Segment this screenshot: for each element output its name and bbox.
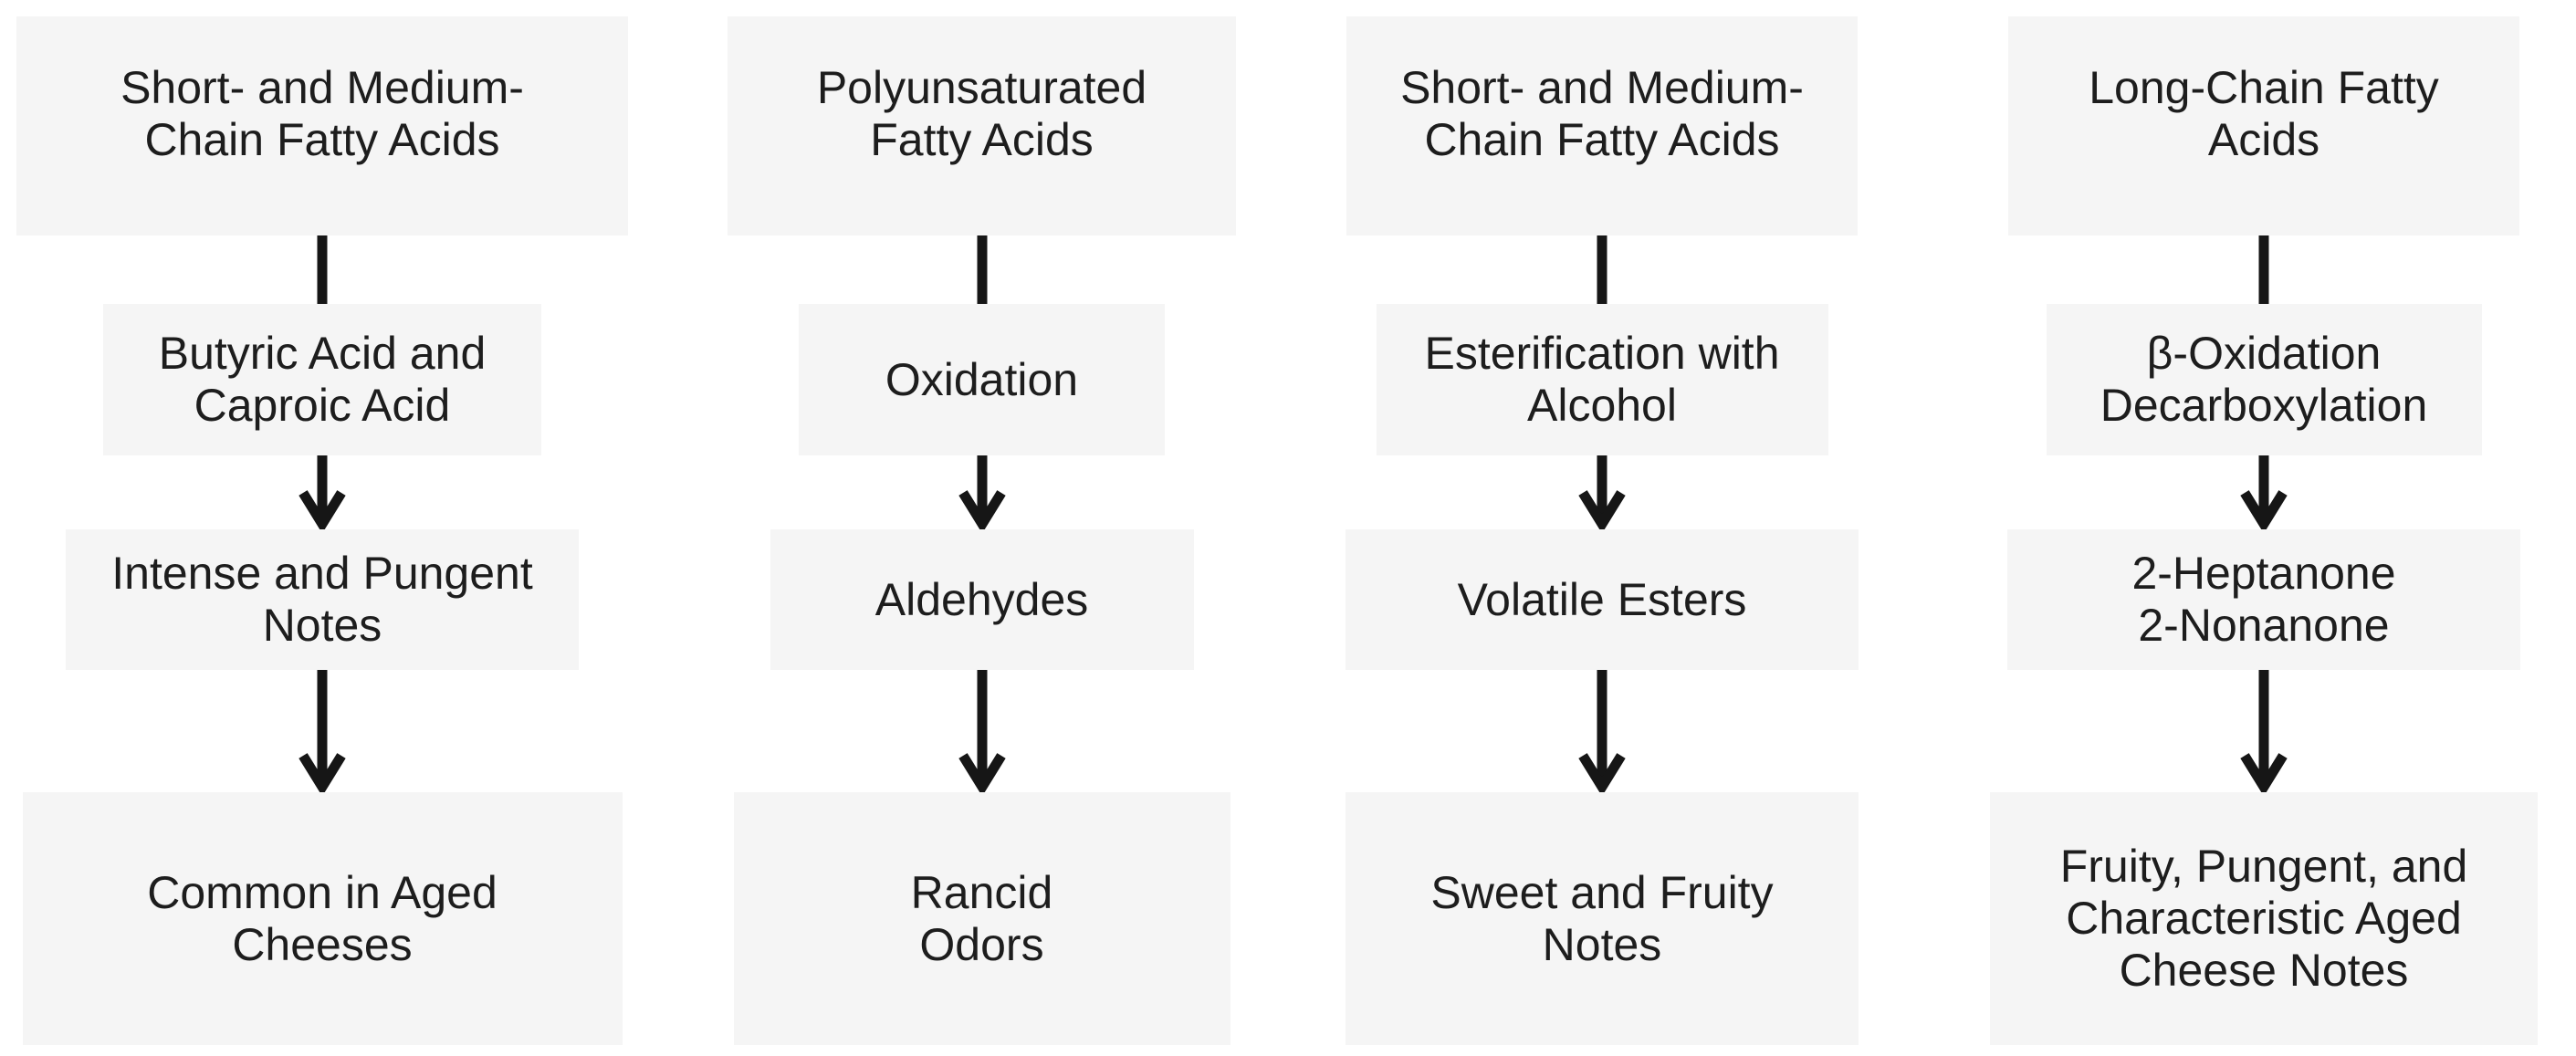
node-esterification-with-alcohol: Esterification with Alcohol [1376,304,1828,455]
arrow-down-icon [2240,670,2288,792]
arrow-down-icon [298,455,346,529]
node-butyric-caproic-acid: Butyric Acid and Caproic Acid [103,304,541,455]
flow-column-1: Short- and Medium- Chain Fatty Acids But… [16,16,628,1045]
arrow-down-icon [2240,455,2288,529]
node-oxidation: Oxidation [799,304,1165,455]
connector-line [1597,235,1607,304]
node-sweet-fruity-notes: Sweet and Fruity Notes [1346,792,1859,1045]
node-short-medium-chain-fatty-acids: Short- and Medium- Chain Fatty Acids [16,16,628,235]
arrow-down-icon [1578,670,1626,792]
node-aldehydes: Aldehydes [770,529,1194,670]
connector-line [317,235,328,304]
node-long-chain-fatty-acids: Long-Chain Fatty Acids [2008,16,2519,235]
node-common-in-aged-cheeses: Common in Aged Cheeses [22,792,623,1045]
connector-line [977,235,987,304]
arrow-down-icon [958,670,1006,792]
node-fruity-pungent-aged-cheese-notes: Fruity, Pungent, and Characteristic Aged… [1990,792,2538,1045]
arrow-down-icon [958,455,1006,529]
flow-column-3: Short- and Medium- Chain Fatty Acids Est… [1346,16,1859,1045]
node-beta-oxidation-decarboxylation: β-Oxidation Decarboxylation [2046,304,2482,455]
flow-column-2: Polyunsaturated Fatty Acids Oxidation Al… [728,16,1236,1045]
node-rancid-odors: Rancid Odors [733,792,1230,1045]
flow-column-4: Long-Chain Fatty Acids β-Oxidation Decar… [1990,16,2538,1045]
node-short-medium-chain-fatty-acids-2: Short- and Medium- Chain Fatty Acids [1346,16,1858,235]
node-polyunsaturated-fatty-acids: Polyunsaturated Fatty Acids [728,16,1236,235]
connector-line [2258,235,2269,304]
node-heptanone-nonanone: 2-Heptanone 2-Nonanone [2007,529,2520,670]
node-intense-pungent-notes: Intense and Pungent Notes [66,529,579,670]
arrow-down-icon [1578,455,1626,529]
node-volatile-esters: Volatile Esters [1346,529,1859,670]
arrow-down-icon [298,670,346,792]
